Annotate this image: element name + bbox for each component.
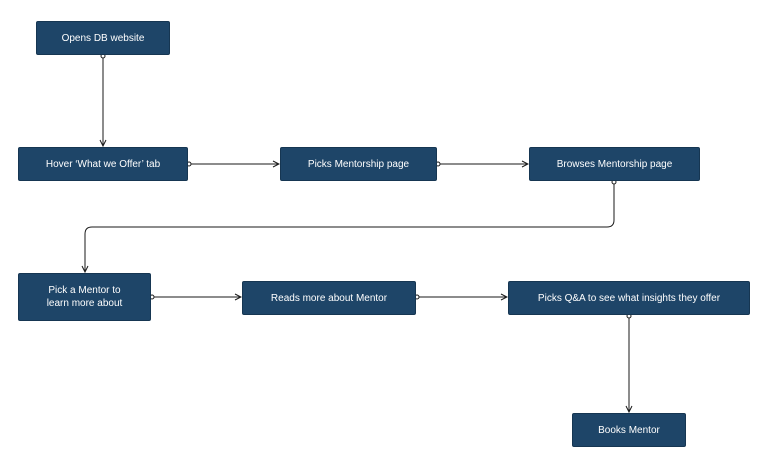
- node-label: Books Mentor: [598, 424, 660, 436]
- node-label: Reads more about Mentor: [270, 292, 388, 304]
- node-books-mentor[interactable]: Books Mentor: [572, 413, 686, 447]
- node-picks-mentorship-page[interactable]: Picks Mentorship page: [280, 147, 437, 181]
- node-pick-a-mentor[interactable]: Pick a Mentor to learn more about: [18, 273, 151, 321]
- node-label: Opens DB website: [61, 32, 145, 44]
- node-label: Picks Mentorship page: [307, 158, 410, 170]
- node-opens-db-website[interactable]: Opens DB website: [36, 21, 170, 55]
- node-picks-qa[interactable]: Picks Q&A to see what insights they offe…: [508, 281, 750, 315]
- node-label: Browses Mentorship page: [556, 158, 673, 170]
- node-label: Pick a Mentor to learn more about: [46, 285, 123, 309]
- connector-n4-n5: [85, 181, 615, 272]
- node-browses-mentorship-page[interactable]: Browses Mentorship page: [529, 147, 700, 181]
- node-reads-more-about-mentor[interactable]: Reads more about Mentor: [242, 281, 416, 315]
- node-label: Picks Q&A to see what insights they offe…: [537, 292, 721, 304]
- node-hover-what-we-offer-tab[interactable]: Hover ‘What we Offer’ tab: [18, 147, 188, 181]
- node-label: Hover ‘What we Offer’ tab: [45, 158, 161, 170]
